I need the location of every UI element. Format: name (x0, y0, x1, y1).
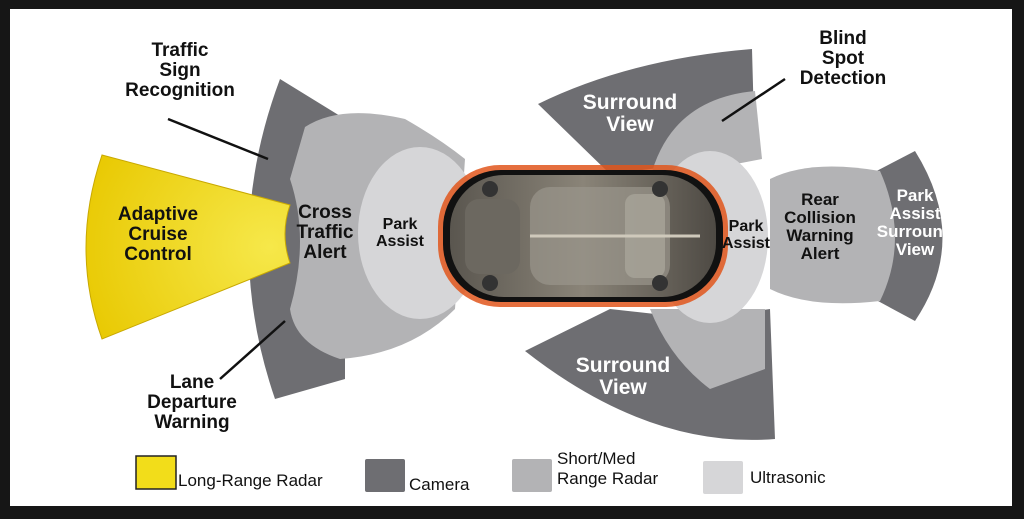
label-lane-departure-warning: Lane Departure Warning (147, 372, 237, 433)
label-cross-traffic-alert: Cross Traffic Alert (296, 202, 354, 263)
label-blind-spot-detection: Blind Spot Detection (799, 28, 887, 89)
rear-lower-radar-zone (650, 309, 765, 389)
label-adaptive-cruise-control: Adaptive Cruise Control (117, 204, 199, 265)
legend-label-ultrasonic: Ultrasonic (750, 468, 826, 487)
legend-label-camera: Camera (409, 475, 470, 494)
label-rear-collision-warning-alert: Rear Collision Warning Alert (784, 190, 856, 263)
label-surround-view-top: Surround View (582, 91, 678, 137)
label-park-assist-rear: Park Assist (721, 218, 771, 252)
rear-radar-zone (770, 166, 895, 304)
legend-label-long-range-radar: Long-Range Radar (178, 471, 323, 490)
adas-diagram: Traffic Sign Recognition Blind Spot Dete… (10, 9, 1012, 506)
label-traffic-sign-recognition: Traffic Sign Recognition (125, 40, 235, 101)
sensor-coverage-graphic (85, 49, 943, 494)
legend-swatch-long-range-radar (135, 455, 177, 490)
car-icon (438, 165, 728, 307)
long-range-radar-zone (85, 154, 291, 340)
legend-swatch-short-med-radar (512, 459, 552, 492)
label-surround-view-bottom: Surround View (575, 354, 671, 400)
legend-swatch-ultrasonic (703, 461, 743, 494)
legend-label-short-med-radar: Short/Med Range Radar (557, 449, 659, 488)
label-park-assist-front: Park Assist (375, 216, 425, 250)
legend-swatch-camera (365, 459, 405, 492)
label-park-assist-surround-view: Park Assist Surround View (876, 186, 954, 259)
